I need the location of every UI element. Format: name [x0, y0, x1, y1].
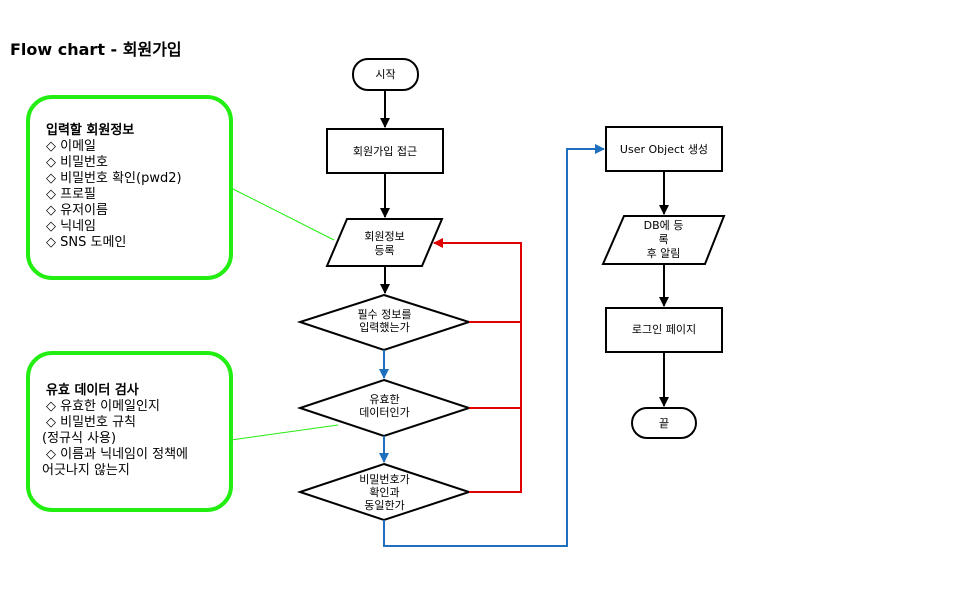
note-member-info-item: ◇ 닉네임 [46, 219, 97, 234]
login-label: 로그인 페이지 [631, 323, 697, 336]
db-label-line1: DB에 등 [643, 219, 684, 232]
access-label: 회원가입 접근 [352, 145, 418, 158]
note-member-info-item: ◇ 프로필 [46, 187, 97, 202]
create-user-label: User Object 생성 [619, 143, 709, 156]
end-terminal [631, 407, 697, 439]
register-label-line2: 등록 [374, 244, 395, 257]
pwcheck-label-line3: 동일한가 [364, 499, 405, 512]
db-label-line3: 후 알림 [646, 247, 681, 260]
register-label-line1: 회원정보 [364, 230, 405, 243]
valid-label-line1: 유효한 [369, 393, 400, 406]
note-member-info-item: ◇ 비밀번호 [46, 155, 108, 170]
note-member-info-item: ◇ 이메일 [46, 139, 97, 154]
pwcheck-label-line2: 확인과 [369, 486, 400, 499]
valid-label-line2: 데이터인가 [359, 406, 410, 419]
note-validation-item: (정규식 사용) [42, 431, 117, 446]
start-label: 시작 [375, 68, 396, 81]
arrow-yes-pwcheck-create [383, 144, 605, 547]
db-io [601, 215, 726, 265]
arrow-no-pwcheck-back [433, 238, 522, 493]
note-info-connector [230, 187, 335, 241]
note-member-info-item: ◇ SNS 도메인 [46, 235, 127, 250]
pwcheck-label-line1: 비밀번호가 [359, 473, 410, 486]
note-member-info: 입력할 회원정보 ◇ 이메일 ◇ 비밀번호 ◇ 비밀번호 확인(pwd2) ◇ … [26, 95, 233, 280]
register-io [325, 218, 444, 267]
note-validation-item: 어긋나지 않는지 [42, 463, 130, 478]
note-member-info-item: ◇ 유저이름 [46, 203, 108, 218]
note-validation-item: ◇ 비밀번호 규칙 [46, 415, 137, 430]
required-label-line1: 필수 정보를 [357, 308, 412, 321]
note-validation-heading: 유효 데이터 검사 [46, 383, 139, 398]
note-validation-item: ◇ 이름과 닉네임이 정책에 [46, 447, 188, 462]
note-member-info-item: ◇ 비밀번호 확인(pwd2) [46, 171, 182, 186]
end-label: 끝 [658, 417, 670, 430]
access-process [326, 128, 444, 174]
required-label-line2: 입력했는가 [359, 321, 410, 334]
note-member-info-heading: 입력할 회원정보 [46, 123, 135, 138]
note-validation-item: ◇ 유효한 이메일인지 [46, 399, 160, 414]
db-label-line2: 록 [658, 233, 669, 246]
note-validation: 유효 데이터 검사 ◇ 유효한 이메일인지 ◇ 비밀번호 규칙 (정규식 사용)… [26, 351, 233, 512]
login-process [605, 307, 723, 353]
page-title: Flow chart - 회원가입 [10, 40, 182, 59]
note-validation-connector [230, 424, 339, 441]
create-user-process [605, 126, 723, 172]
